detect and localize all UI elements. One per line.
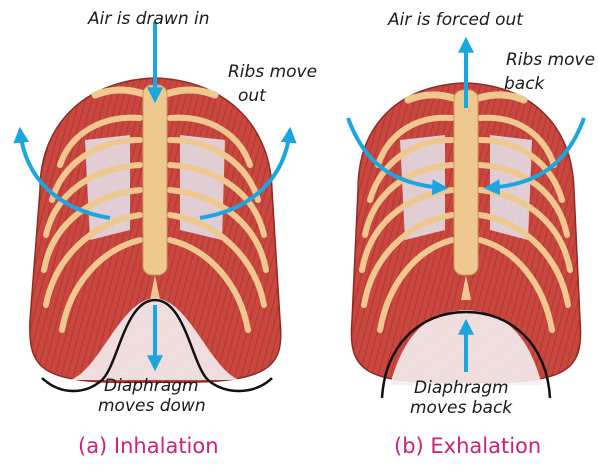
inhalation-caption: (a) Inhalation [78, 434, 219, 458]
exhalation-caption: (b) Exhalation [394, 434, 541, 458]
diaphragm-down-label-line2: moves down [98, 396, 206, 416]
diaphragm-down-label-line1: Diaphragm [104, 376, 199, 396]
air-forced-out-label: Air is forced out [388, 10, 523, 30]
ribs-move-out-label-line2: out [238, 86, 266, 106]
air-drawn-in-label: Air is drawn in [88, 9, 210, 29]
ribs-move-back-label-line2: back [504, 74, 544, 94]
diaphragm-back-label-line1: Diaphragm [414, 378, 509, 398]
ribs-move-back-label-line1: Ribs move [506, 50, 595, 70]
diaphragm-back-label-line2: moves back [410, 398, 512, 418]
ribs-move-out-label-line1: Ribs move [228, 62, 317, 82]
